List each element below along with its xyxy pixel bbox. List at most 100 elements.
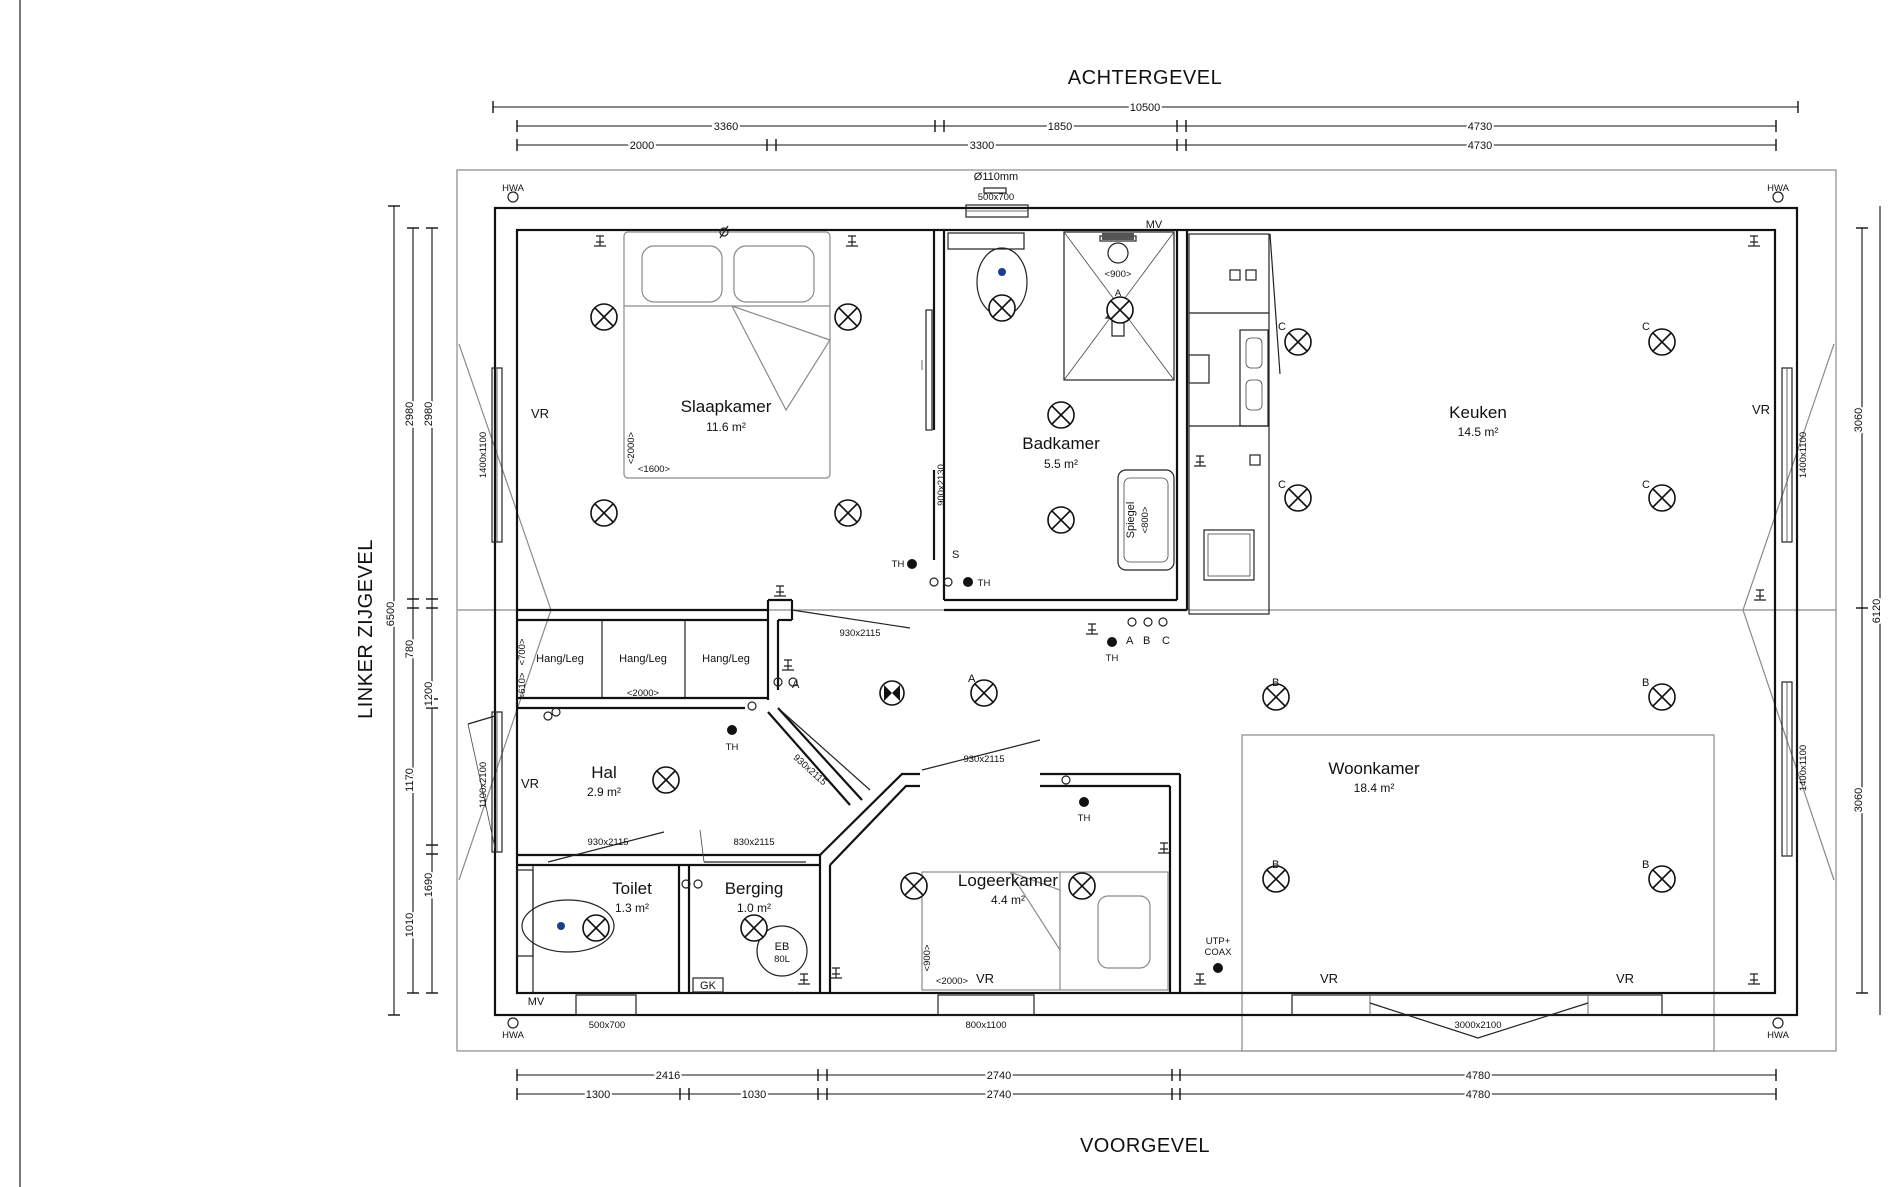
lamp	[970, 679, 998, 707]
vr-woon-1: VR	[1320, 971, 1338, 986]
mv-label-top: MV	[1146, 219, 1163, 231]
wardrobe: Hang/Leg Hang/Leg Hang/Leg <2000> <610> …	[517, 638, 750, 699]
bath-sink: Spiegel <800>	[1117, 469, 1175, 571]
lamp	[834, 499, 862, 527]
wardrobe-3-label: Hang/Leg	[702, 653, 750, 665]
dim-left-b-1: 1010	[404, 913, 416, 937]
lamp	[1047, 506, 1075, 534]
lamp	[834, 303, 862, 331]
letter-b-3: B	[1272, 859, 1279, 871]
window-right-bottom-label: 1400x1100	[1798, 745, 1809, 791]
lamp	[1648, 484, 1676, 512]
bed-width-label: <1600>	[638, 464, 671, 475]
thermostats: TH TH TH TH TH	[726, 559, 1118, 824]
room-labels: Slaapkamer 11.6 m² Badkamer 5.5 m² Keuke…	[587, 397, 1507, 915]
room-logeerkamer-area: 4.4 m²	[991, 893, 1025, 907]
room-hal-area: 2.9 m²	[587, 785, 621, 799]
th-label-logeer: TH	[1078, 813, 1091, 824]
lamp	[1284, 484, 1312, 512]
vr-woon-2: VR	[1616, 971, 1634, 986]
room-badkamer-name: Badkamer	[1022, 434, 1100, 453]
light-points	[582, 294, 1676, 942]
room-toilet-area: 1.3 m²	[615, 901, 649, 915]
hwa-label-bl: HWA	[502, 1030, 524, 1041]
lamp	[1648, 328, 1676, 356]
lamp	[1068, 872, 1096, 900]
dimensions-top: 10500 3360 1850 4730 2000 3300 4730	[492, 100, 1799, 154]
dim-top-r2-2: 4730	[1468, 140, 1492, 152]
room-slaapkamer-name: Slaapkamer	[681, 397, 772, 416]
window-left-top-label: 1400x1100	[478, 432, 489, 478]
dim-left-a-0: 2980	[423, 402, 435, 426]
vr-keuken: VR	[1752, 402, 1770, 417]
installations: TH TH TH TH TH UTP+ COAX MV MV	[528, 219, 1232, 1008]
mv-label-bottom: MV	[528, 996, 545, 1008]
dimensions-bottom: 2416 2740 4780 1300 1030 2740 4780	[516, 1068, 1777, 1103]
letter-a-bath: A	[1115, 288, 1122, 299]
dim-right-total: 6120	[1871, 599, 1883, 623]
mirror-width-label: <800>	[1140, 506, 1151, 533]
coax-label: COAX	[1205, 947, 1233, 958]
dim-bottom-r2-3: 4780	[1466, 1089, 1490, 1101]
dim-right-part-0: 3060	[1853, 408, 1865, 432]
th-label-hal: TH	[726, 742, 739, 753]
shower-size-label: <900>	[1105, 269, 1132, 280]
guest-bed-width-label: <900>	[922, 944, 933, 971]
letter-c-2: C	[1642, 321, 1650, 333]
th-label-bad: TH	[978, 578, 991, 589]
lamp	[988, 294, 1016, 322]
dim-left-a-3: 1170	[404, 768, 416, 792]
wall-sockets	[594, 235, 1766, 985]
dim-top-r1-1: 1850	[1048, 121, 1072, 133]
window-front-mid-label: 800x1100	[965, 1020, 1006, 1031]
dimensions-right: 3060 3060 6120	[1851, 206, 1885, 1015]
hwa-label-tr: HWA	[1767, 183, 1789, 194]
room-keuken-name: Keuken	[1449, 403, 1507, 422]
double-bed: <2000> <1600>	[623, 231, 831, 479]
utp-label: UTP+	[1206, 936, 1231, 947]
dim-left-a-1: 780	[404, 640, 416, 658]
facade-front-label: VOORGEVEL	[1080, 1135, 1210, 1157]
dimensions-left: 6500 2980 1010 2980 780 1200 1170 1690	[383, 205, 438, 1016]
switch-letters: A A B B B B C C C C A B C A S	[792, 288, 1650, 871]
dim-top-r1-0: 3360	[714, 121, 738, 133]
lamp	[740, 914, 768, 942]
letter-b-2: B	[1642, 677, 1649, 689]
room-logeerkamer-name: Logeerkamer	[958, 871, 1059, 890]
dim-left-b-0: 2980	[404, 402, 416, 426]
boiler: EB 80L GK	[692, 925, 808, 993]
room-woonkamer-name: Woonkamer	[1328, 759, 1420, 778]
facade-back-label: ACHTERGEVEL	[1068, 67, 1222, 89]
door-berging-label: 830x2115	[733, 837, 774, 848]
hwa-markers: HWA HWA HWA HWA	[502, 183, 1789, 1041]
room-toilet-name: Toilet	[612, 879, 652, 898]
lamp	[1106, 296, 1134, 324]
bath-toilet	[947, 232, 1028, 317]
wardrobe-1-label: Hang/Leg	[536, 653, 584, 665]
window-right-top-label: 1400x1100	[1798, 432, 1809, 478]
lamp	[1648, 683, 1676, 711]
vr-slaap: VR	[531, 406, 549, 421]
mirror-label: Spiegel	[1125, 502, 1137, 539]
room-hal-name: Hal	[591, 763, 617, 782]
hwa-label-br: HWA	[1767, 1030, 1789, 1041]
window-left-bottom-label: 1100x2100	[478, 762, 489, 808]
dim-left-a-2: 1200	[423, 682, 435, 706]
dim-bottom-r2-1: 1030	[742, 1089, 766, 1101]
kitchen-counter	[1188, 233, 1281, 615]
wardrobe-depth2-label: <700>	[517, 638, 528, 665]
dim-bottom-r2-2: 2740	[987, 1089, 1011, 1101]
door-toilet-label: 930x2115	[587, 837, 628, 848]
boiler-label: EB	[775, 941, 790, 953]
room-keuken-area: 14.5 m²	[1458, 425, 1499, 439]
lamp	[590, 499, 618, 527]
wardrobe-2-label: Hang/Leg	[619, 653, 667, 665]
dim-right-part-1: 3060	[1853, 788, 1865, 812]
letter-s: S	[952, 549, 959, 561]
lamp	[900, 872, 928, 900]
wardrobe-width-label: <2000>	[627, 688, 660, 699]
letter-c-3: C	[1278, 479, 1286, 491]
windows: 1400x1100 1100x2100 1400x1100 1400x1100 …	[467, 171, 1809, 1039]
room-badkamer-area: 5.5 m²	[1044, 457, 1078, 471]
